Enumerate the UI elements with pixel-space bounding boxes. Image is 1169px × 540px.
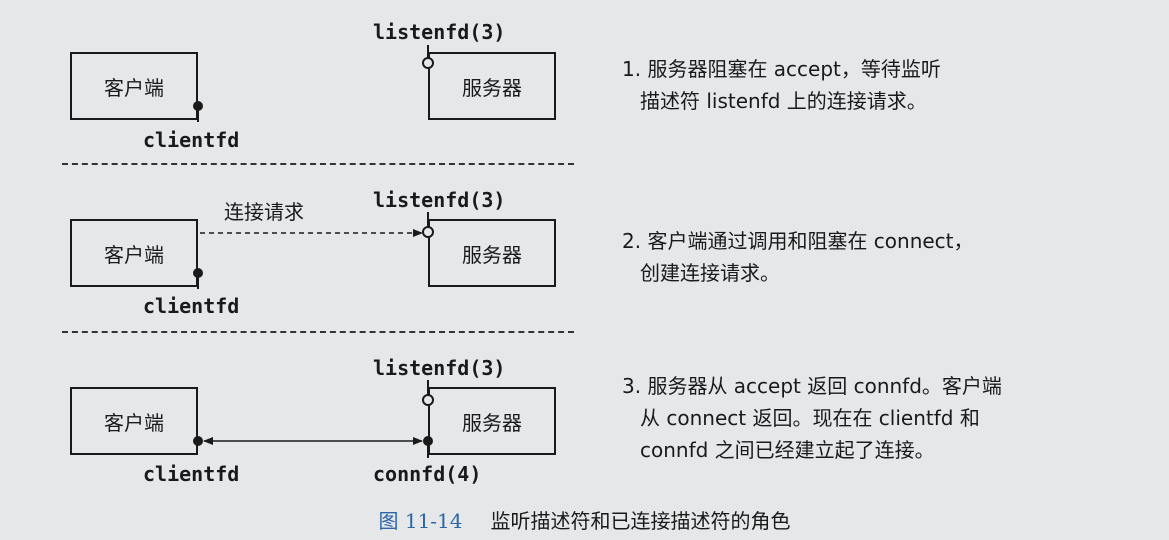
client-box-1: 客户端 (70, 52, 198, 120)
server-box-2: 服务器 (428, 219, 556, 287)
client-box-3: 客户端 (70, 387, 198, 455)
clientfd-label-1: clientfd (143, 128, 240, 152)
listenfd-label-3: listenfd(3) (373, 356, 506, 380)
connfd-label: connfd(4) (373, 462, 482, 486)
separator-2 (62, 331, 574, 333)
description-2: 2. 客户端通过调用和阻塞在 connect， 创建连接请求。 (622, 225, 1142, 289)
client-label-1: 客户端 (104, 75, 164, 100)
server-box-1: 服务器 (428, 52, 556, 120)
description-3: 3. 服务器从 accept 返回 connfd。客户端 从 connect 返… (622, 370, 1142, 466)
client-box-2: 客户端 (70, 219, 198, 287)
listenfd-label-2: listenfd(3) (373, 188, 506, 212)
description-1-line-2: 描述符 listenfd 上的连接请求。 (640, 89, 927, 113)
listenfd-port-2 (422, 226, 434, 238)
clientfd-label-3: clientfd (143, 462, 240, 486)
panel-2-graphics (193, 212, 434, 289)
separator-1 (62, 163, 574, 165)
listenfd-port-1 (422, 57, 434, 69)
clientfd-port-3 (193, 436, 203, 446)
description-1-line-1: 1. 服务器阻塞在 accept，等待监听 (622, 57, 941, 81)
description-3-line-3: connfd 之间已经建立起了连接。 (640, 438, 935, 462)
server-box-3: 服务器 (428, 387, 556, 455)
description-3-line-2: 从 connect 返回。现在在 clientfd 和 (640, 406, 980, 430)
description-1: 1. 服务器阻塞在 accept，等待监听 描述符 listenfd 上的连接请… (622, 53, 1142, 117)
client-label-3: 客户端 (104, 410, 164, 435)
listenfd-port-3 (422, 394, 434, 406)
listenfd-label-1: listenfd(3) (373, 20, 506, 44)
description-3-line-1: 3. 服务器从 accept 返回 connfd。客户端 (622, 374, 1002, 398)
panel-3-graphics (193, 380, 434, 458)
connection-request-label: 连接请求 (224, 200, 304, 224)
figure-caption: 图 11-14 监听描述符和已连接描述符的角色 (0, 505, 1169, 534)
clientfd-label-2: clientfd (143, 294, 240, 318)
server-label-3: 服务器 (462, 410, 522, 435)
description-2-line-2: 创建连接请求。 (640, 261, 780, 285)
description-2-line-1: 2. 客户端通过调用和阻塞在 connect， (622, 229, 974, 253)
figure-caption-text: 监听描述符和已连接描述符的角色 (490, 509, 791, 533)
client-label-2: 客户端 (104, 242, 164, 267)
server-label-2: 服务器 (462, 242, 522, 267)
panel-1-graphics (193, 45, 434, 122)
figure-number: 图 11-14 (378, 509, 463, 533)
server-label-1: 服务器 (462, 75, 522, 100)
